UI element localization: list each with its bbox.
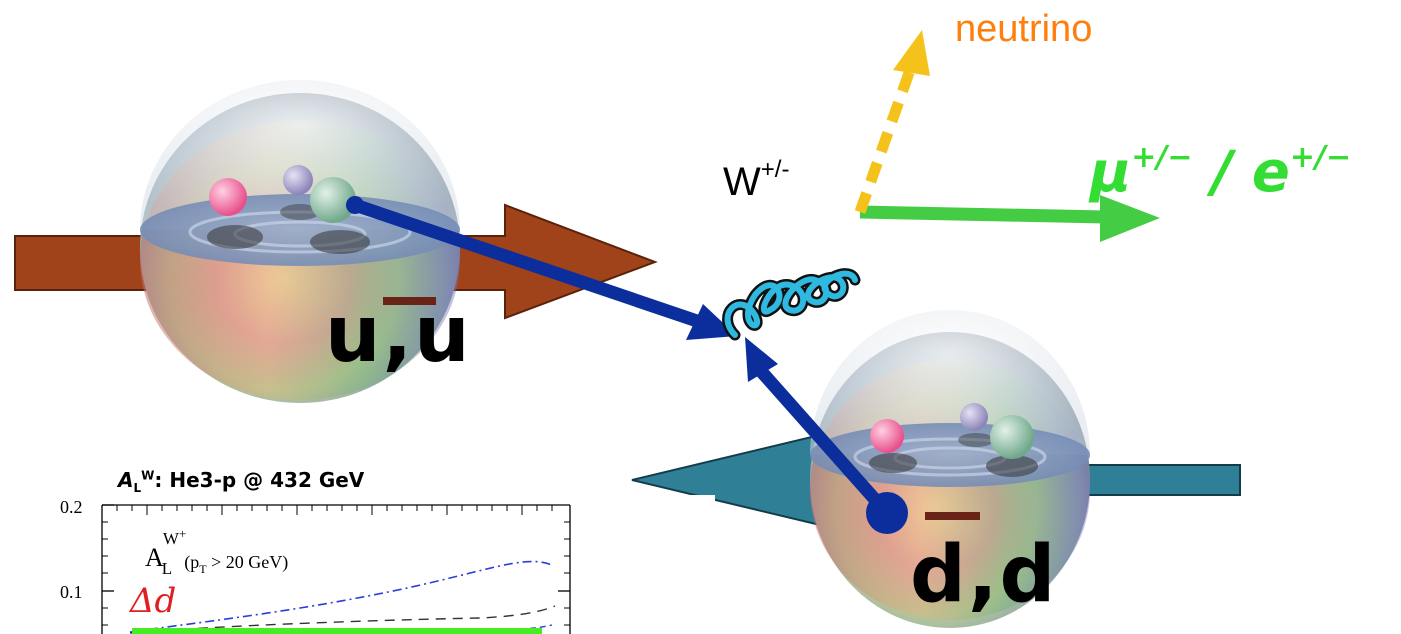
lepton-arrow	[859, 195, 1160, 242]
delta-d-label: Δd	[128, 581, 176, 621]
inset-asymmetry-plot	[0, 495, 715, 634]
plot-title-rest: : He3-p @ 432 GeV	[154, 468, 365, 492]
quark-line-top	[346, 196, 737, 340]
w-boson-label: W+/-	[723, 156, 789, 205]
plot-title-sub: L	[133, 481, 142, 495]
y-tick-label-0-1: 0.1	[60, 582, 83, 602]
lepton-mu: μ	[1090, 140, 1132, 205]
lepton-e-charge: +/−	[1289, 140, 1352, 175]
asymmetry-sup2: +	[179, 526, 186, 541]
w-boson-propagator	[722, 268, 861, 341]
lepton-label: μ+/− / e+/−	[1090, 140, 1351, 205]
plot-title-sup: W	[141, 468, 155, 483]
proton-sphere-right	[810, 310, 1090, 628]
pt-cut-sub: T	[199, 562, 207, 576]
w-boson-charge: +/-	[760, 156, 790, 183]
quark-label-bottom: d,d	[910, 530, 1058, 620]
pt-cut-open: (p	[184, 552, 199, 573]
asymmetry-sub: L	[162, 559, 172, 578]
asymmetry-sup: W	[163, 529, 180, 548]
neutrino-label: neutrino	[955, 8, 1093, 50]
lepton-separator: /	[1192, 140, 1252, 205]
pt-cut-rest: > 20 GeV)	[207, 552, 289, 573]
lepton-mu-charge: +/−	[1131, 140, 1193, 175]
proton-sphere-left	[140, 80, 460, 403]
lepton-e: e	[1251, 140, 1290, 205]
antiquark-bar-top	[383, 297, 436, 305]
quark-line-bottom	[745, 337, 908, 534]
quark-label-top: u,u	[325, 290, 472, 380]
plot-title-A: A	[118, 468, 134, 492]
w-boson-base: W	[723, 160, 761, 204]
y-tick-label-0-2: 0.2	[60, 497, 83, 517]
asymmetry-A: A	[145, 543, 164, 572]
plot-title: ALW: He3-p @ 432 GeV	[118, 468, 364, 495]
asymmetry-label: ALW+ (pT > 20 GeV)	[145, 526, 288, 578]
neutrino-arrow	[854, 30, 930, 214]
antiquark-bar-bottom	[925, 512, 980, 520]
